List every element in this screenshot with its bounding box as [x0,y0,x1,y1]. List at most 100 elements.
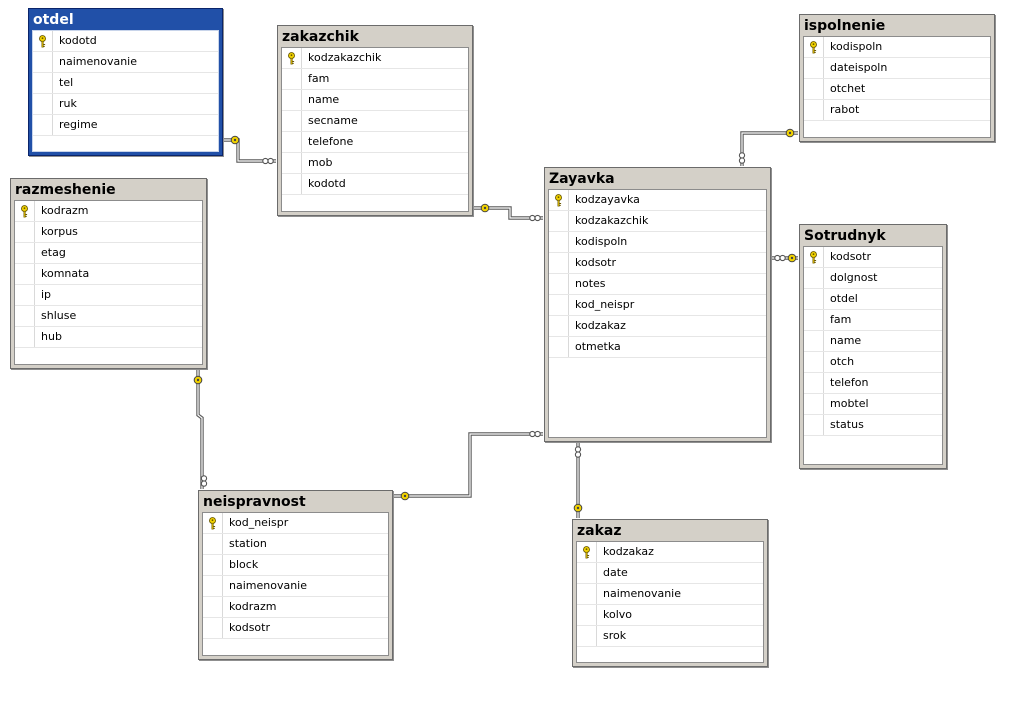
row-selector[interactable] [577,542,597,562]
row-selector[interactable] [549,295,569,315]
column-row[interactable]: srok [577,626,763,647]
row-selector[interactable] [203,555,223,575]
row-selector[interactable] [33,52,53,72]
row-selector[interactable] [804,415,824,435]
row-selector[interactable] [804,352,824,372]
row-selector[interactable] [282,132,302,152]
column-row[interactable]: korpus [15,222,202,243]
row-selector[interactable] [804,268,824,288]
row-selector[interactable] [33,94,53,114]
row-selector[interactable] [804,79,824,99]
column-row[interactable]: otdel [804,289,942,310]
row-selector[interactable] [804,58,824,78]
column-row[interactable]: kodzakazchik [549,211,766,232]
row-selector[interactable] [804,37,824,57]
column-row[interactable]: dateispoln [804,58,990,79]
column-row[interactable]: date [577,563,763,584]
column-row[interactable]: telefon [804,373,942,394]
column-row[interactable]: kod_neispr [549,295,766,316]
column-row[interactable]: naimenovanie [33,52,218,73]
row-selector[interactable] [15,306,35,326]
row-selector[interactable] [549,211,569,231]
relationship-razmeshenie-neispravnost[interactable] [193,370,208,489]
row-selector[interactable] [804,289,824,309]
row-selector[interactable] [282,111,302,131]
row-selector[interactable] [804,331,824,351]
column-row[interactable]: kodrazm [203,597,388,618]
row-selector[interactable] [203,513,223,533]
column-row[interactable]: kodispoln [804,37,990,58]
column-row[interactable]: fam [804,310,942,331]
row-selector[interactable] [282,174,302,194]
column-row[interactable]: tel [33,73,218,94]
column-row[interactable]: telefone [282,132,468,153]
table-title-zakazchik[interactable]: zakazchik [282,29,359,45]
row-selector[interactable] [577,605,597,625]
table-title-neispravnost[interactable]: neispravnost [203,494,306,510]
column-row[interactable]: shluse [15,306,202,327]
row-selector[interactable] [15,222,35,242]
column-row[interactable]: kodispoln [549,232,766,253]
row-selector[interactable] [282,153,302,173]
table-title-otdel[interactable]: otdel [33,12,74,28]
column-row[interactable]: name [282,90,468,111]
column-row[interactable]: regime [33,115,218,136]
column-row[interactable]: name [804,331,942,352]
row-selector[interactable] [804,100,824,120]
relationship-zakazchik-zayavka[interactable] [474,203,543,222]
row-selector[interactable] [15,243,35,263]
column-row[interactable]: otch [804,352,942,373]
column-row[interactable]: kodrazm [15,201,202,222]
column-row[interactable]: kod_neispr [203,513,388,534]
column-row[interactable]: mob [282,153,468,174]
column-row[interactable]: otmetka [549,337,766,358]
row-selector[interactable] [577,626,597,646]
row-selector[interactable] [33,115,53,135]
row-selector[interactable] [33,31,53,51]
column-row[interactable]: kodsotr [549,253,766,274]
column-row[interactable]: dolgnost [804,268,942,289]
row-selector[interactable] [203,618,223,638]
column-row[interactable]: kolvo [577,605,763,626]
row-selector[interactable] [804,394,824,414]
column-row[interactable]: ip [15,285,202,306]
column-row[interactable]: kodsotr [203,618,388,639]
column-row[interactable]: secname [282,111,468,132]
column-row[interactable]: kodotd [33,31,218,52]
row-selector[interactable] [15,285,35,305]
row-selector[interactable] [33,73,53,93]
column-row[interactable]: block [203,555,388,576]
row-selector[interactable] [282,69,302,89]
column-row[interactable]: otchet [804,79,990,100]
row-selector[interactable] [549,232,569,252]
row-selector[interactable] [804,310,824,330]
row-selector[interactable] [282,48,302,68]
table-title-ispolnenie[interactable]: ispolnenie [804,18,886,34]
column-row[interactable]: kodzayavka [549,190,766,211]
row-selector[interactable] [549,253,569,273]
column-row[interactable]: etag [15,243,202,264]
column-row[interactable]: fam [282,69,468,90]
column-row[interactable]: komnata [15,264,202,285]
column-row[interactable]: status [804,415,942,436]
row-selector[interactable] [203,576,223,596]
column-row[interactable]: kodzakaz [577,542,763,563]
relationship-ispolnenie-zayavka[interactable] [738,128,798,166]
table-title-zakaz[interactable]: zakaz [577,523,622,539]
column-row[interactable]: hub [15,327,202,348]
row-selector[interactable] [549,337,569,357]
column-row[interactable]: station [203,534,388,555]
column-row[interactable]: mobtel [804,394,942,415]
row-selector[interactable] [549,190,569,210]
row-selector[interactable] [203,597,223,617]
column-row[interactable]: notes [549,274,766,295]
relationship-sotrudnyk-zayavka[interactable] [772,253,798,263]
column-row[interactable]: kodzakaz [549,316,766,337]
column-row[interactable]: ruk [33,94,218,115]
